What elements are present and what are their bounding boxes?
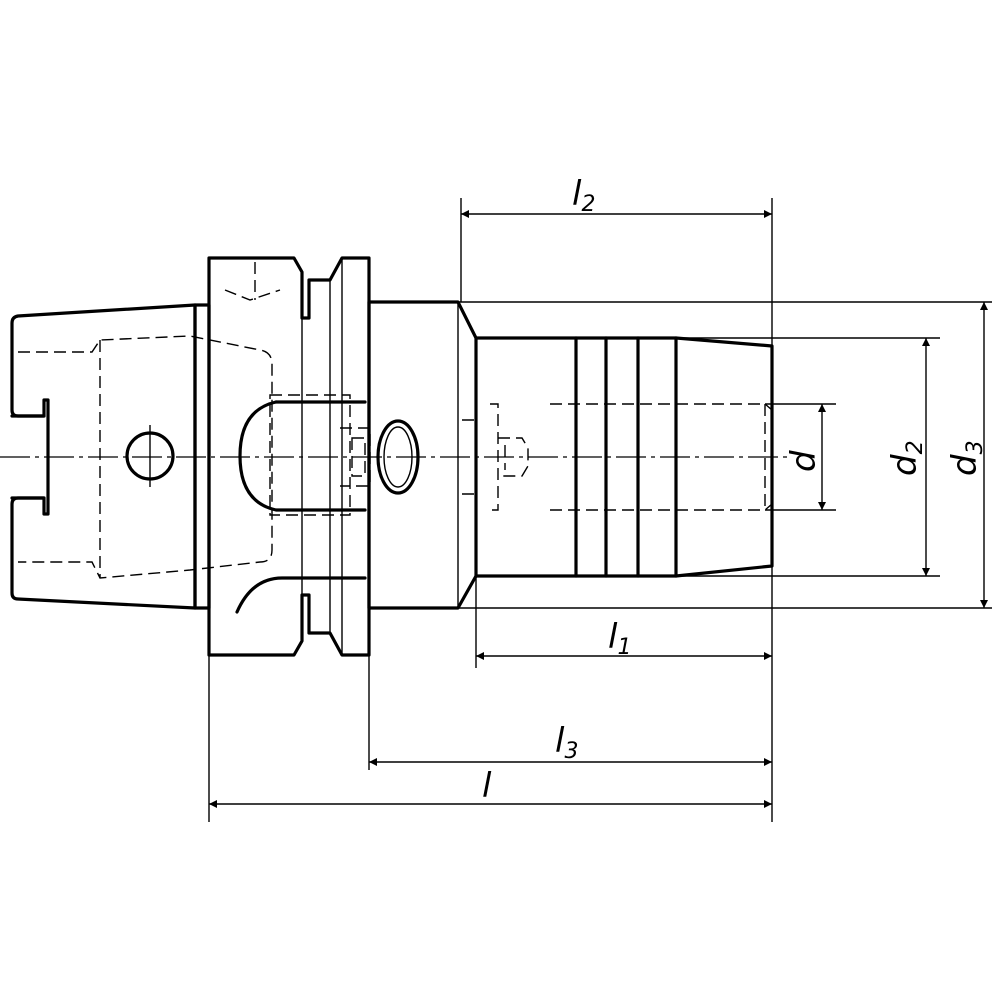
extension-lines — [208, 198, 992, 822]
dimension-labels: l2 l1 l3 l d d2 d3 — [482, 174, 988, 806]
label-d2: d2 — [885, 440, 928, 476]
coolant-port — [376, 419, 420, 495]
dimension-lines — [209, 210, 988, 808]
holder-body — [340, 300, 529, 610]
hsk-shank — [10, 303, 273, 610]
label-l2: l2 — [572, 174, 595, 217]
label-d: d — [784, 450, 824, 472]
label-d3: d3 — [945, 440, 988, 476]
label-l: l — [482, 766, 492, 806]
label-l1: l1 — [608, 617, 631, 660]
label-l3: l3 — [555, 721, 578, 764]
